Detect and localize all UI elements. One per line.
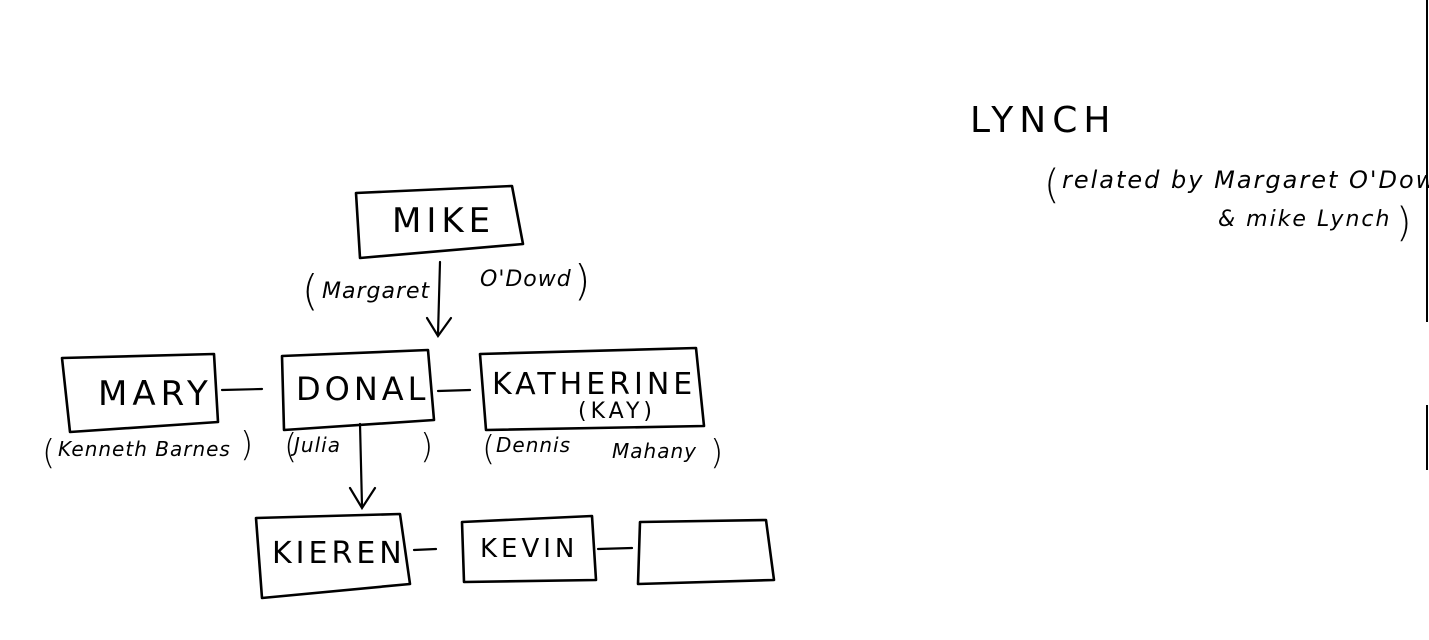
donal-to-children-arrow — [358, 422, 364, 508]
note-line-1: related by Margaret O'Dowd — [1062, 166, 1429, 194]
mike-spouse-last: O'Dowd — [480, 267, 572, 292]
donal-katherine-connector — [436, 388, 472, 393]
mary-spouse-open: ( — [42, 433, 55, 473]
donal-spouse-close: ) — [420, 427, 433, 467]
note-line-2: & mike Lynch — [1218, 207, 1391, 232]
katherine-spouse-open: ( — [482, 429, 495, 469]
katherine-spouse-first: Dennis — [496, 433, 571, 457]
mike-spouse-first: Margaret — [322, 279, 431, 304]
blank-box — [636, 518, 776, 586]
kieren-box — [254, 512, 412, 600]
note-close-paren: ) — [1396, 200, 1412, 246]
kevin-box — [460, 514, 598, 584]
kevin-blank-connector — [596, 546, 634, 551]
katherine-label: KATHERINE — [492, 367, 696, 402]
mary-label: MARY — [98, 374, 213, 414]
mike-to-donal-arrow — [436, 260, 442, 336]
donal-spouse-open: ( — [284, 427, 297, 467]
kieren-kevin-connector — [412, 547, 438, 552]
mike-spouse-open: ( — [302, 266, 318, 315]
mike-box — [354, 184, 525, 260]
kieren-label: KIEREN — [272, 536, 406, 571]
donal-to-children-arrowhead — [348, 486, 377, 511]
mike-to-donal-arrowhead — [425, 316, 453, 338]
mike-label: MIKE — [392, 201, 495, 241]
mary-spouse: Kenneth Barnes — [58, 437, 231, 461]
katherine-nickname: (KAY) — [578, 399, 656, 424]
mary-donal-connector — [220, 387, 264, 392]
mary-spouse-close: ) — [240, 425, 253, 465]
donal-box — [280, 348, 436, 432]
family-name-title: LYNCH — [970, 100, 1116, 141]
donal-spouse: Julia — [290, 433, 341, 457]
kevin-label: KEVIN — [480, 534, 578, 564]
katherine-box — [478, 346, 706, 432]
donal-label: DONAL — [296, 370, 429, 408]
note-open-paren: ( — [1044, 162, 1060, 208]
katherine-spouse-last: Mahany — [612, 439, 697, 463]
mary-box — [60, 352, 220, 434]
katherine-spouse-close: ) — [710, 433, 723, 473]
mike-spouse-close: ) — [574, 256, 590, 305]
